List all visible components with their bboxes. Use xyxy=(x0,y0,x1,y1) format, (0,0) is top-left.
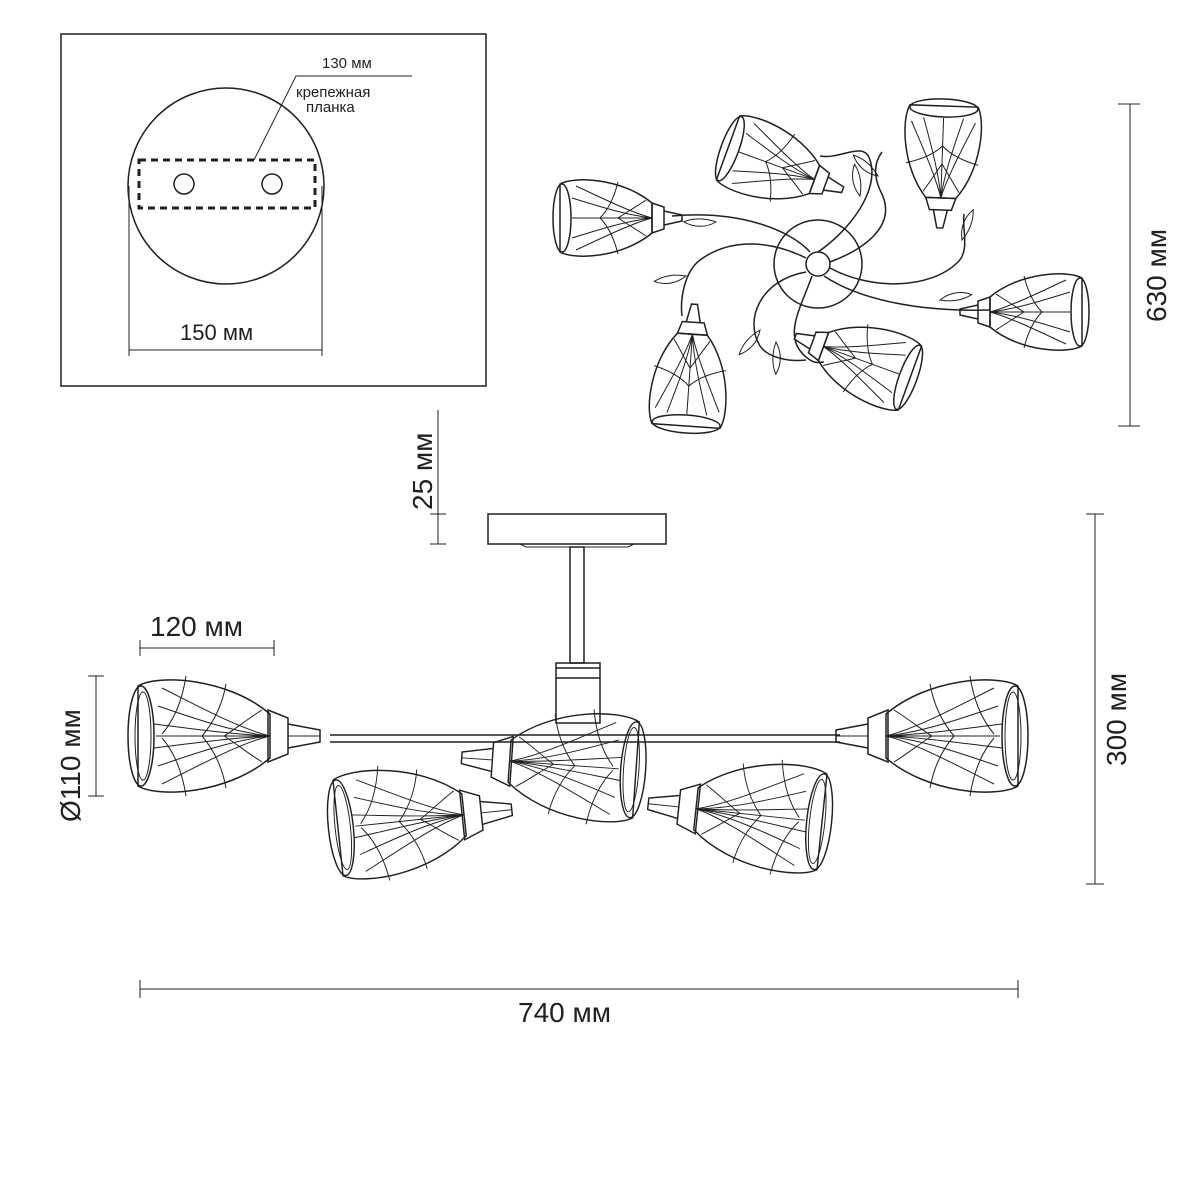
shade-diameter-label: Ø110 мм xyxy=(55,709,86,822)
top-shade-5 xyxy=(646,300,734,437)
top-shade-4 xyxy=(781,299,931,418)
bar-name-label: крепежная xyxy=(296,84,370,101)
bar-label-leader xyxy=(253,75,412,161)
bar-width-label: 130 мм xyxy=(322,55,372,72)
top-shade-6 xyxy=(552,179,683,257)
side-stem xyxy=(569,546,585,664)
side-shade-left xyxy=(128,676,320,796)
overall-height-label: 300 мм xyxy=(1101,673,1132,766)
top-center-knob xyxy=(805,251,831,277)
mounting-bar xyxy=(137,158,317,210)
mounting-hole-right xyxy=(261,173,283,195)
mounting-plate-inset: 130 мм крепежная планка 150 мм xyxy=(60,33,487,387)
shade-diameter-dimension xyxy=(88,675,104,797)
plate-diameter-dimension xyxy=(128,186,323,356)
side-shade-front-left xyxy=(322,752,517,886)
shade-length-label: 120 мм xyxy=(150,611,243,642)
canopy-thickness-dimension xyxy=(430,410,446,545)
overall-width-label: 740 мм xyxy=(518,997,611,1028)
mounting-plate xyxy=(127,87,325,285)
top-shade-2 xyxy=(900,96,984,231)
shade-length-dimension xyxy=(139,640,275,656)
overall-width-dimension xyxy=(139,980,1019,998)
top-view: 630 мм xyxy=(552,96,1172,437)
overall-height-dimension xyxy=(1086,513,1104,885)
inset-frame xyxy=(60,33,487,387)
side-view: 25 мм 300 мм 120 мм Ø110 мм 740 мм xyxy=(55,410,1132,1028)
canopy-thickness-label: 25 мм xyxy=(407,433,438,510)
plate-diameter-label: 150 мм xyxy=(180,320,253,345)
bar-name-label-2: планка xyxy=(306,99,355,116)
side-body xyxy=(555,662,601,724)
side-shade-center xyxy=(458,700,650,828)
side-shade-front-right xyxy=(642,746,837,880)
top-height-dimension xyxy=(1118,103,1140,427)
top-shade-3 xyxy=(959,273,1090,351)
side-shade-right xyxy=(836,676,1028,796)
mounting-hole-left xyxy=(173,173,195,195)
top-shade-1 xyxy=(707,108,857,227)
side-canopy xyxy=(487,513,667,545)
top-height-label: 630 мм xyxy=(1141,229,1172,322)
top-canopy xyxy=(773,219,863,309)
